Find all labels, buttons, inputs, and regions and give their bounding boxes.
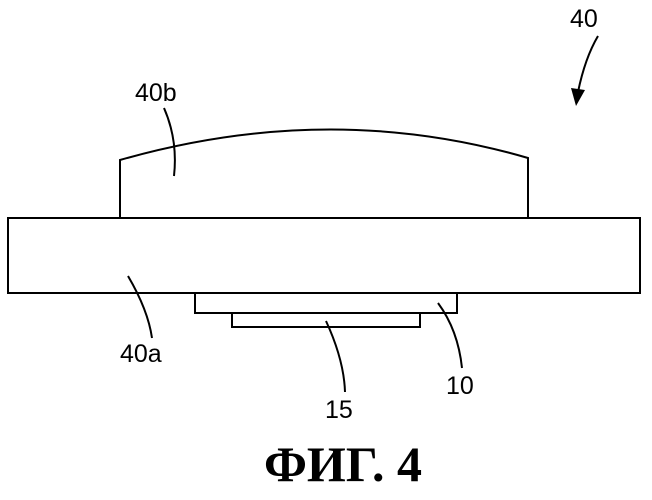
label-assembly: 40 [570,5,598,33]
chip-carrier [195,293,457,313]
assembly-arrow-head [571,88,585,106]
label-chip: 15 [325,396,353,424]
figure-caption: ФИГ. 4 [264,436,422,492]
label-chip-carrier: 10 [446,372,474,400]
assembly-arrow-line [578,36,598,92]
label-substrate: 40a [120,340,162,368]
substrate-plate [8,218,640,293]
leader-line-chip [326,321,345,392]
label-lens: 40b [135,79,177,107]
lens-dome [120,129,528,218]
chip [232,313,420,327]
